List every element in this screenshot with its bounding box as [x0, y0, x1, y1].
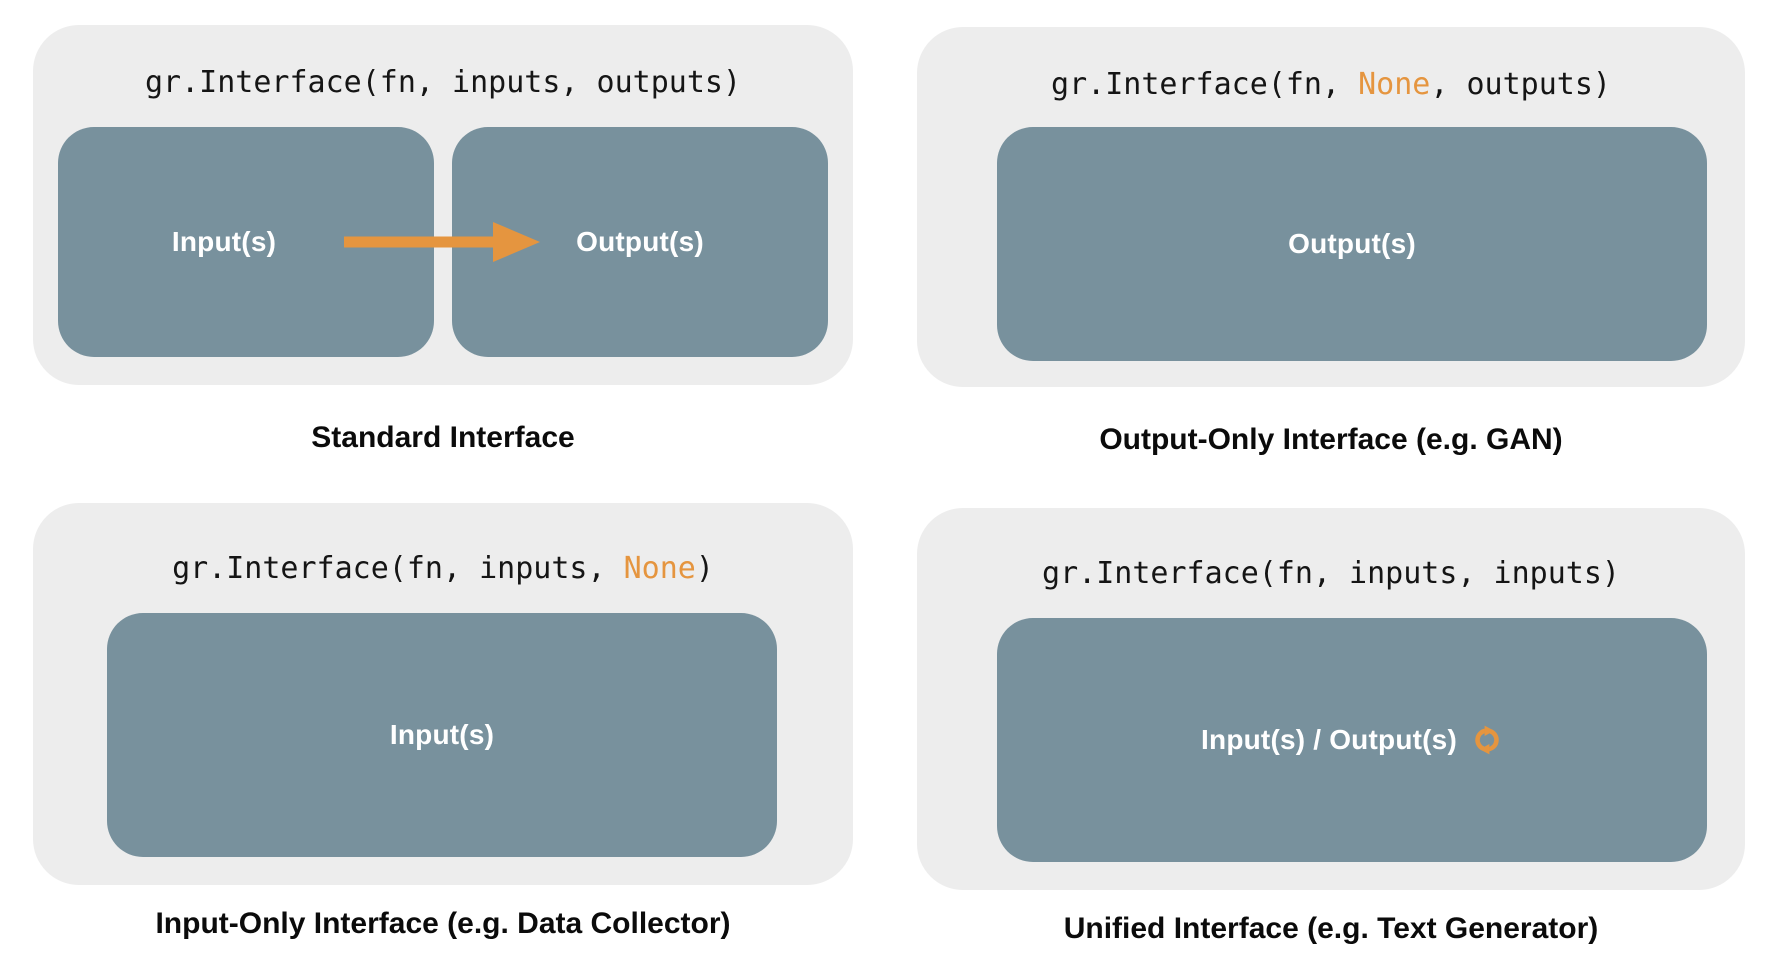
panel-standard-card: gr.Interface(fn, inputs, outputs) Input(…	[33, 25, 853, 385]
code-text: gr.Interface(fn, inputs,	[172, 550, 624, 586]
code-highlight: None	[1358, 66, 1431, 102]
code-text: gr.Interface(fn,	[1051, 66, 1359, 102]
code-text: , outputs)	[1430, 66, 1611, 102]
input-output-label-row: Input(s) / Output(s)	[1201, 724, 1503, 756]
panel-input-only: gr.Interface(fn, inputs, None) Input(s) …	[33, 503, 853, 941]
panel-output-only-card: gr.Interface(fn, None, outputs) Output(s…	[917, 27, 1745, 387]
caption-input-only: Input-Only Interface (e.g. Data Collecto…	[155, 907, 731, 940]
panel-input-only-card: gr.Interface(fn, inputs, None) Input(s)	[33, 503, 853, 885]
code-line-unified: gr.Interface(fn, inputs, inputs)	[917, 542, 1745, 604]
code-highlight: None	[623, 550, 696, 586]
caption-standard: Standard Interface	[311, 421, 575, 454]
code-line-standard: gr.Interface(fn, inputs, outputs)	[33, 51, 853, 113]
output-box-label: Output(s)	[1288, 228, 1416, 259]
output-box: Output(s)	[997, 127, 1707, 361]
input-box: Input(s)	[107, 613, 777, 857]
code-text: gr.Interface(fn, inputs, inputs)	[1042, 555, 1620, 591]
panel-unified: gr.Interface(fn, inputs, inputs) Input(s…	[917, 508, 1745, 946]
panel-output-only: gr.Interface(fn, None, outputs) Output(s…	[917, 27, 1745, 457]
input-output-box: Input(s) / Output(s)	[997, 618, 1707, 862]
code-text: gr.Interface(fn, inputs, outputs)	[144, 64, 742, 100]
input-output-box-label: Input(s) / Output(s)	[1201, 724, 1457, 755]
code-line-input-only: gr.Interface(fn, inputs, None)	[33, 537, 853, 599]
caption-output-only: Output-Only Interface (e.g. GAN)	[1099, 423, 1563, 456]
caption-unified: Unified Interface (e.g. Text Generator)	[1063, 912, 1599, 945]
code-text: )	[695, 550, 714, 586]
input-box-label: Input(s)	[171, 226, 277, 257]
arrow-right-icon	[344, 222, 540, 262]
input-box-label: Input(s)	[389, 719, 495, 750]
code-line-output-only: gr.Interface(fn, None, outputs)	[917, 53, 1745, 115]
sync-icon	[1475, 725, 1499, 755]
panel-unified-card: gr.Interface(fn, inputs, inputs) Input(s…	[917, 508, 1745, 890]
panel-standard: gr.Interface(fn, inputs, outputs) Input(…	[33, 25, 853, 455]
output-box-label: Output(s)	[576, 226, 704, 257]
